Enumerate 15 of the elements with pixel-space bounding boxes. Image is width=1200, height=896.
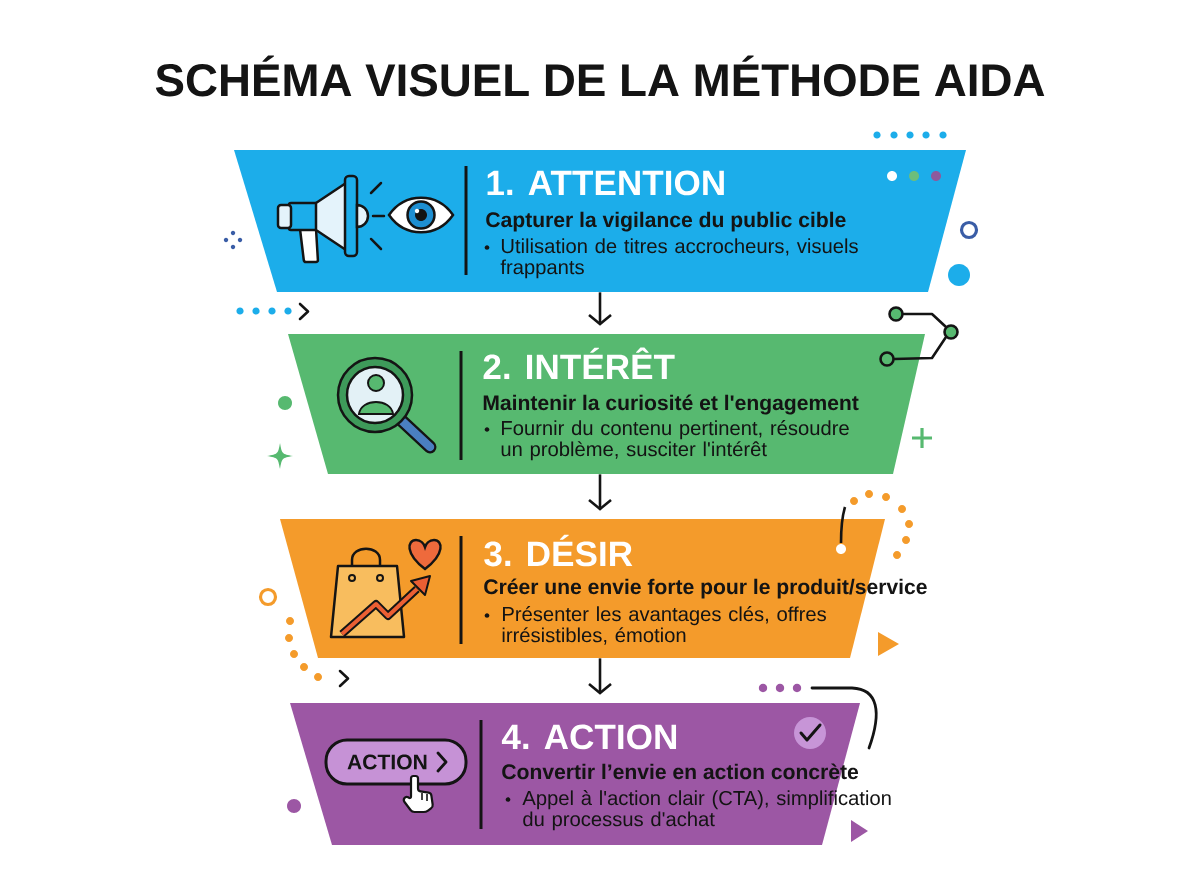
arrow [588,658,612,695]
step-subtitle: Capturer la vigilance du public cible [486,211,846,232]
bullet-text: Utilisation de titres accrocheurs, visuels frappants [500,238,858,279]
arrow [588,292,612,326]
step-subtitle: Maintenir la curiosité et l'engagement [483,394,859,415]
arrow [588,474,612,511]
step-heading: 1. ATTENTION [487,170,724,196]
bullet-text: Présenter les avantages clés, offres irrésistibles, émotion [502,606,826,645]
action-button: ACTION [324,738,468,786]
title: SCHÉMA VISUEL DE LA MÉTHODE AIDA [155,55,1045,97]
step-heading: 3. DÉSIR [484,534,633,567]
step-heading: 4. ACTION [501,724,677,750]
bullet-text: Appel à l'action clair (CTA), simplification du processus d'achat [522,790,891,831]
step-heading: 2. INTÉRÊT [483,347,675,379]
bullet-text: Fournir du contenu pertinent, résoudre un problème, susciter l'intérêt [501,420,849,461]
